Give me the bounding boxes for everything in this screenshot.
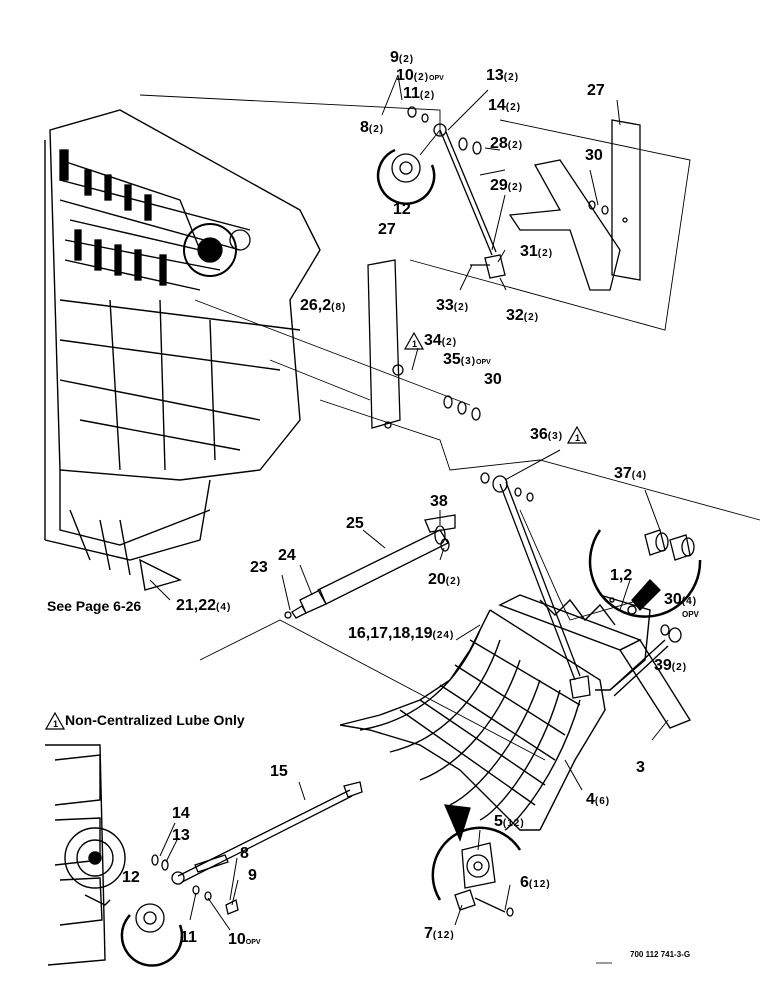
- note-1-triangle-icon: 1: [567, 426, 588, 444]
- figure-id: 700 112 741-3-G: [630, 950, 691, 959]
- label-part-9-bottom: 9: [248, 867, 257, 884]
- label-part-16-19: 16,17,18,19(24): [348, 625, 455, 642]
- chain-gear-cluster: [59, 149, 251, 286]
- label-part-30-right-opv: OPV: [682, 610, 699, 619]
- label-part-27-top: 27: [587, 82, 605, 99]
- label-part-8-bottom: 8: [240, 845, 249, 862]
- label-part-10-bottom: 10OPV: [228, 931, 261, 948]
- bearing-callout-top: [376, 129, 441, 205]
- label-part-8-top: 8(2): [360, 119, 385, 136]
- inset-frame: [45, 744, 126, 966]
- shaft-25: [284, 525, 450, 619]
- shaft-lines: [194, 299, 471, 406]
- label-part-15: 15: [270, 763, 288, 780]
- label-part-29: 29(2): [490, 177, 524, 194]
- label-part-36: 36(3) 1: [530, 426, 588, 445]
- label-part-6: 6(12): [520, 874, 551, 891]
- svg-text:1: 1: [575, 433, 580, 443]
- svg-text:1: 1: [412, 339, 417, 349]
- note-1-triangle-icon: 1: [45, 712, 65, 730]
- bushing-callout-37: [588, 529, 702, 618]
- label-part-11-bottom: 11: [180, 929, 197, 946]
- label-part-14-bottom: 14: [172, 805, 190, 822]
- label-part-30-mid: 30: [484, 371, 502, 388]
- washers-right: [660, 624, 682, 643]
- reference-lines: [139, 94, 761, 761]
- label-part-3: 3: [636, 759, 645, 776]
- washers-top: [407, 106, 609, 215]
- label-part-30-right: 30(4): [664, 591, 698, 608]
- label-part-28: 28(2): [490, 135, 524, 152]
- baler-frame-upper: [44, 109, 321, 591]
- link-rod-36: [499, 481, 591, 699]
- label-part-25: 25: [346, 515, 364, 532]
- label-part-37: 37(4): [614, 465, 648, 482]
- label-part-12-bottom: 12: [122, 869, 140, 886]
- label-part-9-top: 9(2): [390, 49, 415, 66]
- see-page-reference: See Page 6-26: [47, 598, 142, 614]
- label-part-39: 39(2): [654, 657, 688, 674]
- bearing-callout-bottom: [120, 903, 184, 967]
- pan-assembly: [339, 609, 606, 831]
- label-part-30-top: 30: [585, 147, 603, 164]
- plate-27-mid: [367, 259, 404, 429]
- label-part-1-2: 1,2: [610, 567, 633, 584]
- plate-27-top: [611, 119, 641, 281]
- label-part-13-bottom: 13: [172, 827, 190, 844]
- label-part-27-mid: 27: [378, 221, 396, 238]
- label-part-20: 20(2): [428, 571, 462, 588]
- label-part-38: 38: [430, 493, 448, 510]
- leader-lines: [149, 74, 669, 931]
- label-part-12-top: 12: [393, 201, 411, 218]
- label-part-23: 23: [250, 559, 268, 576]
- label-part-32: 32(2): [506, 307, 540, 324]
- label-part-24: 24: [278, 547, 296, 564]
- arm-assembly: [508, 159, 621, 291]
- label-part-10-top: 10(2)OPV: [396, 67, 444, 84]
- label-part-21-22: 21,22(4): [176, 597, 232, 614]
- label-part-35: 35(3)OPV: [443, 351, 491, 368]
- label-part-11-top: 11(2): [403, 85, 436, 102]
- svg-text:1: 1: [53, 719, 58, 729]
- label-part-5: 5(12): [494, 813, 525, 830]
- link-rod-top: [433, 123, 506, 279]
- label-part-14-top: 14(2): [488, 97, 522, 114]
- label-part-33: 33(2): [436, 297, 470, 314]
- label-part-7: 7(12): [424, 925, 455, 942]
- note-1-triangle-icon: 1: [404, 332, 424, 350]
- label-part-13-top: 13(2): [486, 67, 520, 84]
- roller-callout-5: [431, 804, 522, 901]
- label-part-4: 4(6): [586, 791, 611, 808]
- washers-mid: [443, 395, 534, 502]
- beam-3: [498, 594, 692, 729]
- inset-rod-15: [151, 781, 363, 915]
- label-part-26-2: 26,2(8): [300, 297, 347, 314]
- bolt-parts-bottom: [454, 889, 514, 917]
- bracket-38: [424, 514, 456, 533]
- label-part-31: 31(2): [520, 243, 554, 260]
